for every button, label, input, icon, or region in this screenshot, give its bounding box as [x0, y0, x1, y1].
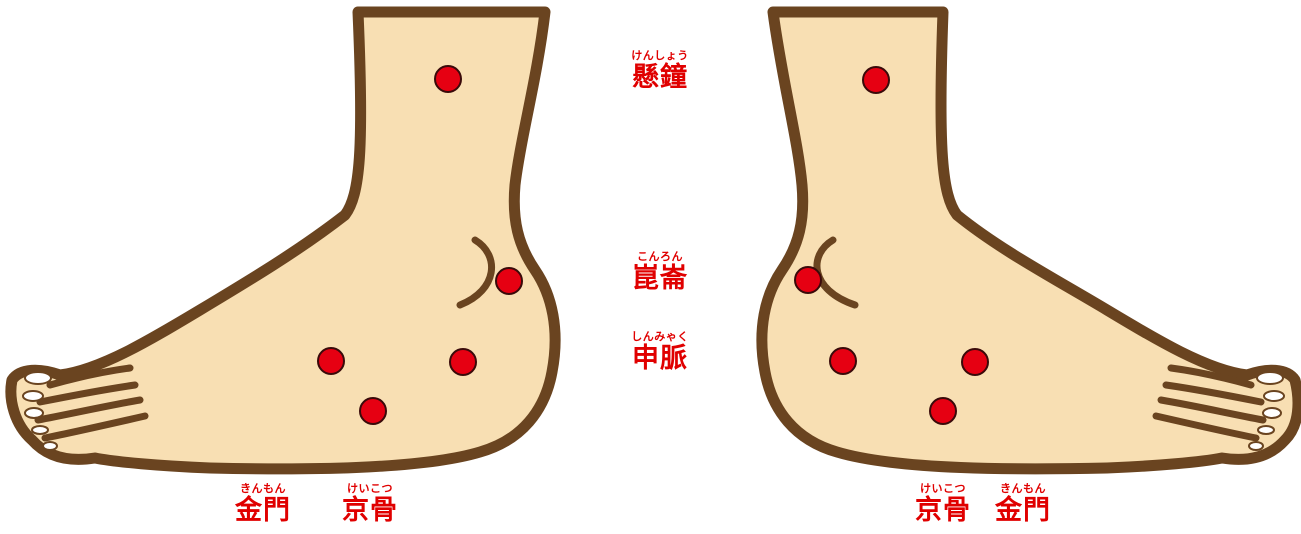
right-konron-point — [795, 267, 821, 293]
left-keikotsu-point — [360, 398, 386, 424]
right-toenail — [1258, 426, 1274, 434]
left-kinmon-label: きんもん 金門 — [223, 483, 303, 524]
left-toenail — [23, 391, 43, 401]
left-kinmon-ruby: きんもん — [223, 483, 303, 494]
shinmyaku-name: 申脈 — [620, 345, 700, 372]
left-foot — [11, 12, 555, 469]
konron-name: 崑崙 — [620, 265, 700, 292]
left-keikotsu-label: けいこつ 京骨 — [330, 483, 410, 524]
left-kinmon-point — [318, 348, 344, 374]
right-kensho-point — [863, 67, 889, 93]
kensho-ruby: けんしょう — [620, 50, 700, 61]
shinmyaku-ruby: しんみゃく — [620, 331, 700, 342]
right-foot — [762, 12, 1298, 469]
left-toenail — [25, 372, 51, 384]
kensho-name: 懸鐘 — [620, 64, 700, 91]
konron-label: こんろん 崑崙 — [620, 251, 700, 292]
shinmyaku-label: しんみゃく 申脈 — [620, 331, 700, 372]
left-toenail — [25, 408, 43, 418]
right-keikotsu-label: けいこつ 京骨 — [903, 483, 983, 524]
kensho-label: けんしょう 懸鐘 — [620, 50, 700, 91]
right-kinmon-ruby: きんもん — [983, 483, 1063, 494]
left-keikotsu-ruby: けいこつ — [330, 483, 410, 494]
right-keikotsu-point — [930, 398, 956, 424]
right-keikotsu-ruby: けいこつ — [903, 483, 983, 494]
left-konron-point — [496, 268, 522, 294]
left-keikotsu-name: 京骨 — [330, 497, 410, 524]
right-foot-shape — [762, 12, 1298, 469]
left-toenail — [32, 426, 48, 434]
left-shinmyaku-point — [450, 349, 476, 375]
left-toenail — [43, 442, 57, 450]
left-kensho-point — [435, 66, 461, 92]
right-toenail — [1249, 442, 1263, 450]
right-kinmon-label: きんもん 金門 — [983, 483, 1063, 524]
left-kinmon-name: 金門 — [223, 497, 303, 524]
konron-ruby: こんろん — [620, 251, 700, 262]
right-toenail — [1263, 408, 1281, 418]
right-toenail — [1264, 391, 1284, 401]
right-toenail — [1257, 372, 1283, 384]
right-kinmon-name: 金門 — [983, 497, 1063, 524]
right-keikotsu-name: 京骨 — [903, 497, 983, 524]
right-kinmon-point — [830, 348, 856, 374]
right-shinmyaku-point — [962, 349, 988, 375]
